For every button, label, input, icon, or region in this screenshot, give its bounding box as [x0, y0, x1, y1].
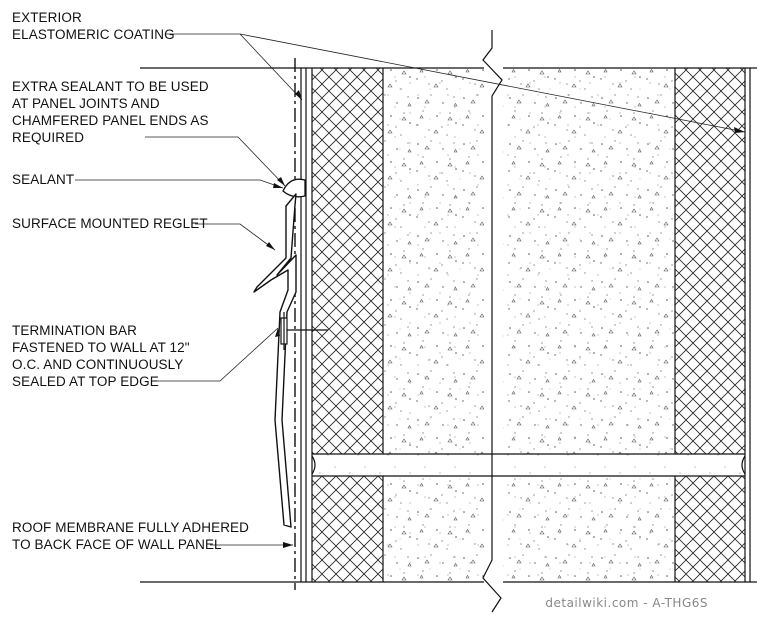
surface-mounted-reglet: [253, 193, 297, 528]
wall-panel-upper: [312, 68, 745, 454]
roof-membrane: [294, 58, 302, 590]
note-termination-bar: TERMINATION BAR FASTENED TO WALL AT 12" …: [12, 323, 190, 389]
note-exterior-coating: EXTERIOR ELASTOMERIC COATING: [12, 10, 175, 42]
sealant-bead: [282, 178, 306, 198]
note-surface-mounted-reglet: SURFACE MOUNTED REGLET: [12, 216, 208, 231]
leader-arrowheads: [266, 90, 745, 548]
termination-bar: [280, 312, 328, 350]
note-sealant: SEALANT: [12, 172, 75, 187]
break-line: [482, 30, 503, 613]
note-extra-sealant: EXTRA SEALANT TO BE USED AT PANEL JOINTS…: [12, 79, 209, 145]
wall-panel-lower: [312, 476, 745, 582]
watermark: detailwiki.com - A-THG6S: [545, 596, 708, 610]
note-roof-membrane: ROOF MEMBRANE FULLY ADHERED TO BACK FACE…: [12, 520, 249, 552]
panel-joint-sealant-band: [312, 454, 745, 476]
panel-outlines: [305, 68, 751, 582]
